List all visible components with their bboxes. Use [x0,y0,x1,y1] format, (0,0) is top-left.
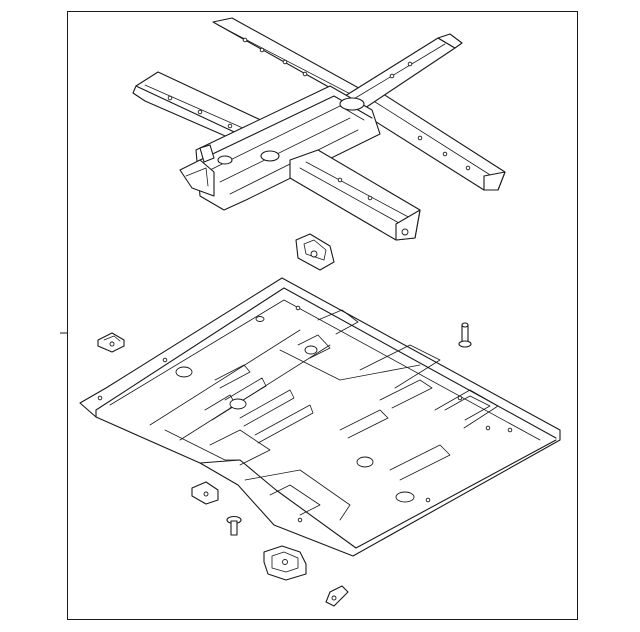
center-support-bracket [263,545,307,581]
bolt-stud [226,515,242,536]
left-mounting-bracket [97,332,125,353]
hook-bracket [325,585,349,607]
lower-bracket [191,481,219,505]
rear-floor-pan [79,277,561,557]
diagram-frame [67,11,578,620]
rear-crossmember-frame-assembly [132,17,506,241]
gusset-bracket [295,233,335,271]
stud-pin-right [458,322,472,348]
